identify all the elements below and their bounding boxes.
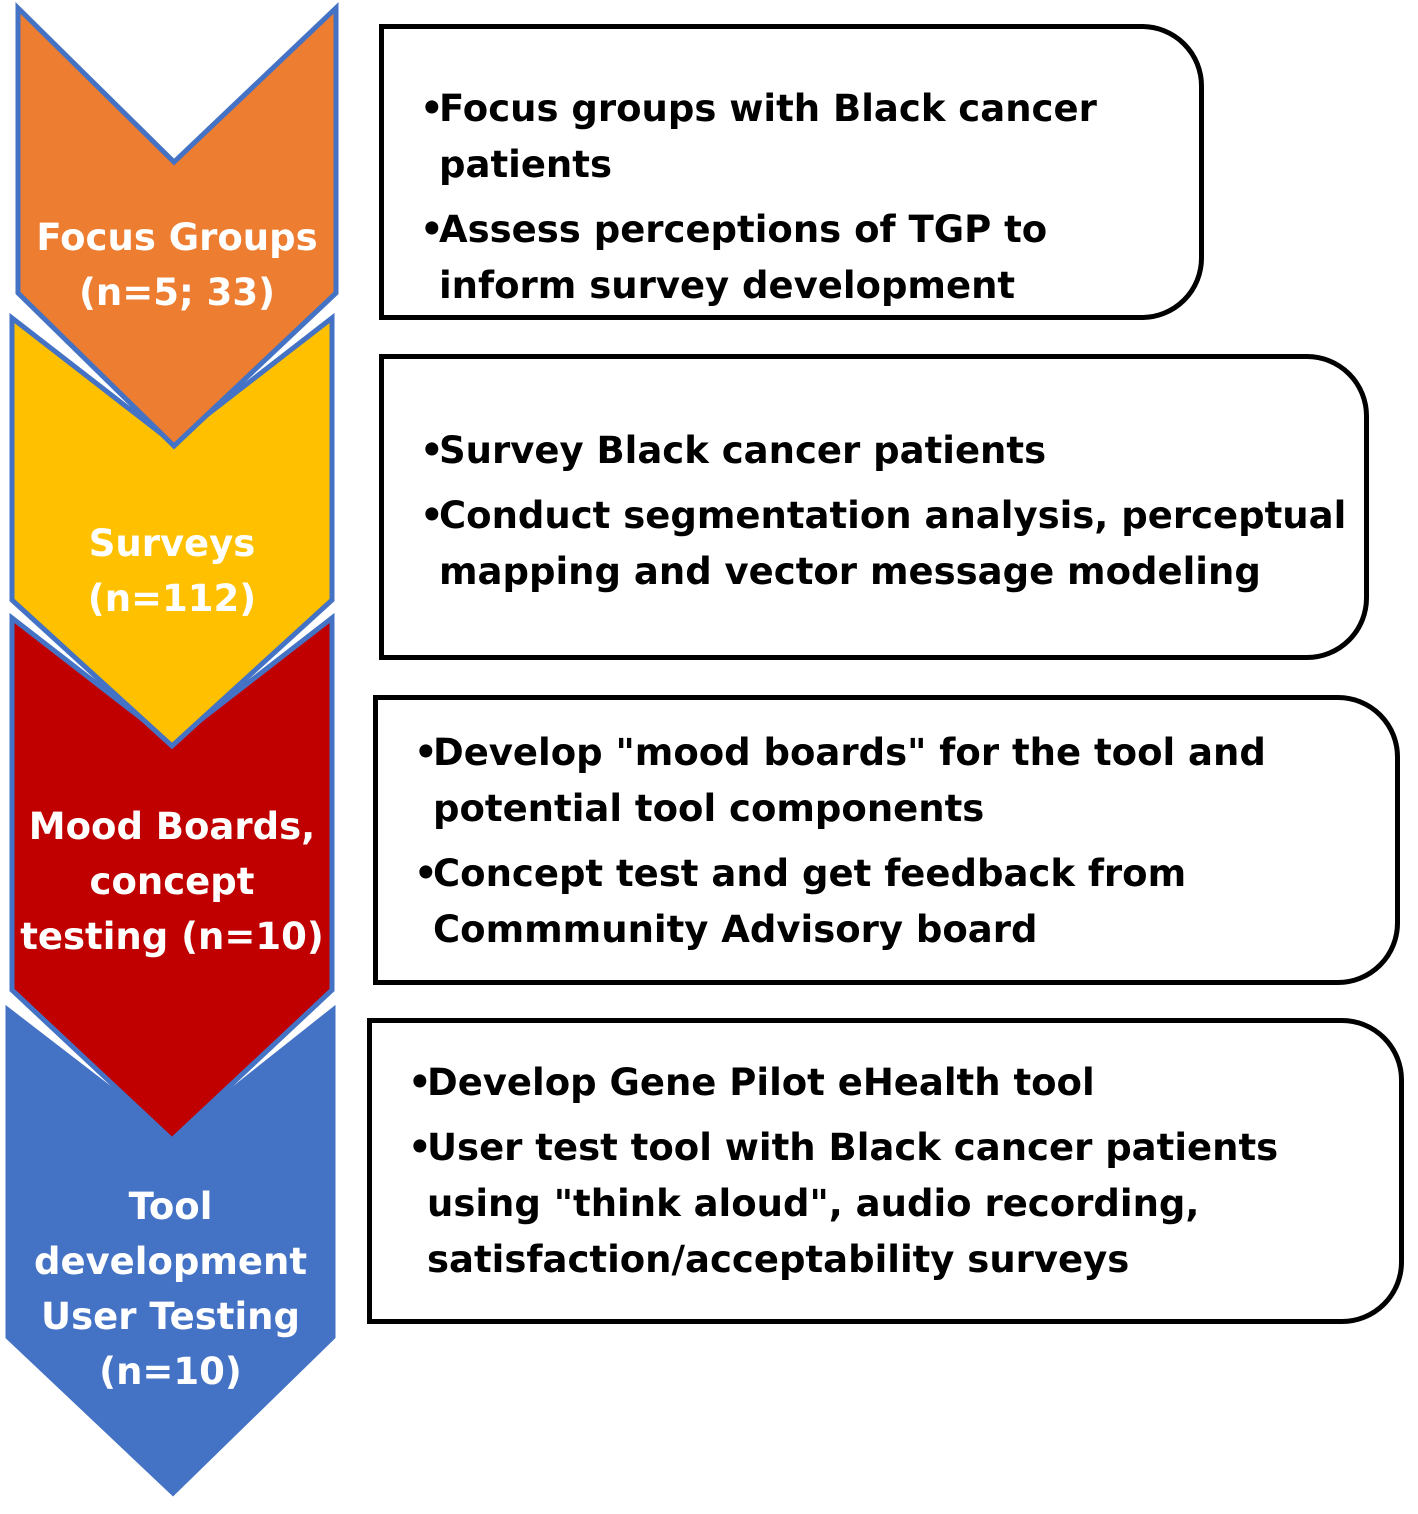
- stage-1-label: Focus Groups (n=5; 33): [18, 210, 336, 320]
- stage-3-label-line: testing (n=10): [20, 915, 324, 958]
- stage-1-chevron: [15, 2, 339, 450]
- bullet-item: • Develop "mood boards" for the tool and…: [414, 725, 1395, 837]
- stage-2-label-line: Surveys: [88, 522, 256, 565]
- stage-4-label-line: (n=10): [99, 1350, 242, 1393]
- bullet-line: potential tool components: [433, 787, 985, 830]
- bullet-icon: •: [414, 852, 438, 895]
- bullet-line: inform survey development: [439, 264, 1016, 307]
- stage-3-label: Mood Boards, concept testing (n=10): [12, 799, 332, 964]
- stage-3-label-line: concept: [89, 860, 255, 903]
- bullet-line: patients: [439, 143, 612, 186]
- bullet-line: Develop Gene Pilot eHealth tool: [427, 1061, 1095, 1104]
- stage-2-label: Surveys (n=112): [12, 516, 332, 626]
- stage-4-bullet-list: • Develop Gene Pilot eHealth tool • User…: [408, 1055, 1399, 1288]
- bullet-line: Conduct segmentation analysis, perceptua…: [439, 494, 1347, 537]
- bullet-icon: •: [408, 1126, 432, 1169]
- stage-2-label-line: (n=112): [87, 577, 257, 620]
- stage-4-label-line: development: [33, 1240, 308, 1283]
- stage-3-description-box: • Develop "mood boards" for the tool and…: [373, 695, 1400, 985]
- bullet-line: User test tool with Black cancer patient…: [427, 1126, 1279, 1169]
- stage-3-bullet-list: • Develop "mood boards" for the tool and…: [414, 725, 1395, 958]
- bullet-item: • Survey Black cancer patients: [420, 423, 1364, 479]
- stage-4-label-line: User Testing: [41, 1295, 300, 1338]
- stage-2-bullet-list: • Survey Black cancer patients • Conduct…: [420, 423, 1364, 600]
- bullet-item: • Concept test and get feedback from Com…: [414, 846, 1395, 958]
- bullet-line: Focus groups with Black cancer: [439, 87, 1097, 130]
- stage-1-description-box: • Focus groups with Black cancer patient…: [379, 24, 1204, 320]
- stage-2-description-box: • Survey Black cancer patients • Conduct…: [379, 354, 1369, 660]
- bullet-item: • User test tool with Black cancer patie…: [408, 1120, 1399, 1288]
- stage-1-label-line: (n=5; 33): [78, 271, 276, 314]
- bullet-line: Assess perceptions of TGP to: [439, 208, 1048, 251]
- bullet-icon: •: [408, 1061, 432, 1104]
- bullet-line: Concept test and get feedback from: [433, 852, 1187, 895]
- stage-4-description-box: • Develop Gene Pilot eHealth tool • User…: [367, 1018, 1404, 1324]
- stage-1-label-line: Focus Groups: [36, 216, 318, 259]
- bullet-icon: •: [420, 87, 444, 130]
- bullet-item: • Develop Gene Pilot eHealth tool: [408, 1055, 1399, 1111]
- bullet-line: Commmunity Advisory board: [433, 908, 1038, 951]
- stage-1-bullet-list: • Focus groups with Black cancer patient…: [420, 81, 1199, 314]
- bullet-line: using "think aloud", audio recording,: [427, 1182, 1200, 1225]
- bullet-icon: •: [420, 208, 444, 251]
- bullet-icon: •: [414, 731, 438, 774]
- bullet-line: Survey Black cancer patients: [439, 429, 1047, 472]
- stage-3-label-line: Mood Boards,: [28, 805, 316, 848]
- bullet-icon: •: [420, 494, 444, 537]
- bullet-item: • Focus groups with Black cancer patient…: [420, 81, 1199, 193]
- bullet-item: • Assess perceptions of TGP to inform su…: [420, 202, 1199, 314]
- stage-4-label: Tool development User Testing (n=10): [8, 1179, 333, 1399]
- bullet-item: • Conduct segmentation analysis, percept…: [420, 488, 1364, 600]
- stage-4-label-line: Tool: [128, 1185, 213, 1228]
- bullet-icon: •: [420, 429, 444, 472]
- bullet-line: satisfaction/acceptability surveys: [427, 1238, 1130, 1281]
- bullet-line: Develop "mood boards" for the tool and: [433, 731, 1266, 774]
- bullet-line: mapping and vector message modeling: [439, 550, 1261, 593]
